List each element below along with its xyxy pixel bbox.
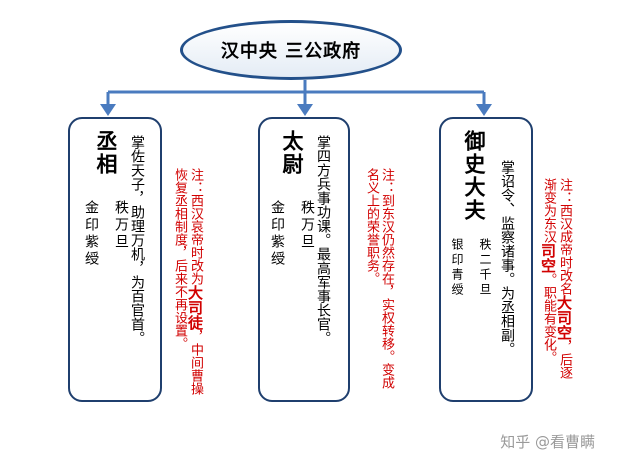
note-chancellor: 注：西汉哀帝时改为大司徒，中间曹操恢复丞相制度，后来不再设置。 <box>172 168 204 398</box>
office-title-grand-commandant: 太尉 <box>280 130 305 176</box>
note-grand-commandant: 注：到东汉仍然存在，实权转移。变成名义上的荣誉职务。 <box>364 168 394 400</box>
office-title-imperial-secretary: 御史大夫 <box>462 130 487 222</box>
note-highlight: 司空 <box>539 243 557 273</box>
rank-line: 秩二千旦 <box>478 238 492 298</box>
arrowhead-right <box>476 104 492 116</box>
office-duty-grand-commandant: 掌四方兵事功课。最高军事长官。 <box>315 135 331 345</box>
note-text: ，后逐渐变为东汉 <box>541 178 572 379</box>
note-text: 注：西汉成帝时改名 <box>557 178 572 295</box>
office-rank-chancellor: 秩万旦 金印紫绶 <box>82 200 130 268</box>
office-rank-imperial-secretary: 秩二千旦 银印青绶 <box>448 238 494 298</box>
arrowhead-left <box>100 104 116 116</box>
office-rank-grand-commandant: 秩万旦 金印紫绶 <box>268 200 316 268</box>
note-text: 。职能有变化。 <box>541 273 556 364</box>
top-node-label: 汉中央 三公政府 <box>220 41 362 62</box>
note-highlight: 大司徒 <box>186 285 204 330</box>
office-box-imperial-secretary <box>439 117 533 402</box>
office-title-chancellor: 丞相 <box>94 130 119 176</box>
connector-tree <box>106 80 486 106</box>
office-duty-chancellor: 掌佐天子，助理万机，为百官首。 <box>129 135 145 345</box>
note-text: 注：西汉哀帝时改为 <box>188 168 203 285</box>
rank-seal: 银印青绶 <box>450 238 464 298</box>
rank-seal: 金印紫绶 <box>83 200 99 268</box>
note-text: 注：到东汉仍然存在，实权转移。变成名义上的荣誉职务。 <box>364 168 394 389</box>
rank-seal: 金印紫绶 <box>269 200 285 268</box>
rank-line: 秩万旦 <box>113 200 129 251</box>
note-imperial-secretary: 注：西汉成帝时改名大司空，后逐渐变为东汉司空。职能有变化。 <box>539 178 573 384</box>
top-node-central-government: 汉中央 三公政府 <box>180 20 402 80</box>
office-duty-imperial-secretary: 掌诏令、监察诸事。为丞相副。 <box>499 160 515 356</box>
office-box-grand-commandant <box>258 117 350 402</box>
rank-line: 秩万旦 <box>299 200 315 251</box>
note-highlight: 大司空 <box>555 295 573 340</box>
office-box-chancellor <box>68 117 162 402</box>
watermark: 知乎 @看曹瞒 <box>500 433 595 451</box>
arrowhead-mid <box>297 104 313 116</box>
note-text: ，中间曹操恢复丞相制度，后来不再设置。 <box>172 168 203 395</box>
